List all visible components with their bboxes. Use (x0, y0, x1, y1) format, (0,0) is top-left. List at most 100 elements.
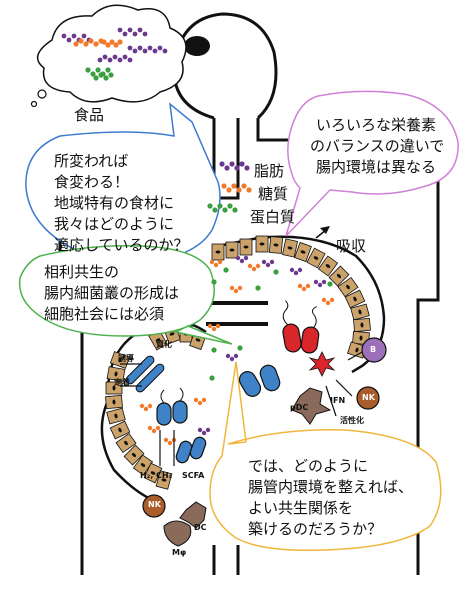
sugar-particle (251, 266, 257, 272)
sugar-particle (215, 323, 221, 329)
fat-icon (234, 165, 240, 171)
fat-molecule (127, 27, 133, 33)
blue-bubble-line: 食変わる！ (54, 173, 130, 191)
pdc-label: pDC (290, 403, 309, 412)
epithelial-cell-nucleus (336, 273, 342, 279)
epithelial-cell (106, 366, 126, 382)
protein-molecule (93, 75, 99, 81)
yellow-bubble-line: では、どのように (248, 457, 369, 475)
bacteria-group (125, 300, 320, 464)
food-label: 食品 (74, 106, 105, 124)
protein-particle (237, 345, 243, 351)
fat-icon (239, 161, 245, 167)
sugar-particle (147, 403, 153, 409)
ifn-label: IFN (330, 396, 346, 405)
fat-particle (201, 430, 207, 436)
fat-particle (269, 259, 275, 265)
epithelial-cell (211, 243, 225, 261)
sugar-icon (221, 183, 227, 189)
epithelial-cell-nucleus (229, 248, 235, 252)
epithelial-cell (317, 255, 339, 277)
epithelial-cell (115, 432, 137, 454)
protein-molecule (108, 72, 114, 78)
blue-bubble-line: 所変われば (54, 152, 129, 170)
fat-particle (317, 282, 323, 288)
epithelial-cell-nucleus (131, 452, 137, 458)
fat-particle (321, 279, 327, 285)
legend-fat-label: 脂肪 (254, 162, 285, 180)
epithelial-cell-nucleus (114, 371, 118, 377)
sugar-molecule (78, 38, 84, 44)
protein-particle (211, 347, 217, 353)
yellow-bubble-line: よい共生関係を (248, 499, 354, 517)
protein-particle (211, 279, 217, 285)
sugar-molecule (93, 41, 99, 47)
fat-molecule (132, 48, 138, 54)
macrophage-label: Mφ (172, 548, 187, 557)
green-bubble-line: 腸内細菌叢の形成は (44, 284, 180, 302)
sugar-particle (255, 263, 261, 269)
fat-molecule (127, 45, 133, 51)
nk-cell-right (356, 386, 380, 410)
blue-bacteria-1 (238, 371, 262, 397)
green-speech-bubble (18, 244, 233, 345)
protein-molecule (95, 67, 101, 73)
dc-cell (179, 501, 207, 529)
fat-particle (297, 267, 303, 273)
colonization-label: 定着 (114, 378, 130, 387)
epithelial-cell (132, 454, 154, 476)
b-cell (361, 337, 387, 363)
blue-rod-bacteria-1 (125, 355, 155, 385)
epithelial-cell-nucleus (359, 335, 363, 341)
protein-icon (222, 207, 228, 213)
fat-molecule (117, 57, 123, 63)
green-bubble-line: 細胞社会には必須 (44, 305, 165, 323)
epithelial-cell (281, 238, 299, 258)
fat-molecule (122, 31, 128, 37)
epithelial-cell (155, 470, 173, 490)
epithelial-cell-nucleus (118, 427, 122, 433)
absorption-arrow (315, 226, 330, 239)
protein-icon (207, 203, 213, 209)
protein-molecule (103, 75, 109, 81)
macrophage-cell (163, 520, 192, 547)
epithelial-cell-nucleus (243, 245, 249, 249)
fat-molecule (122, 54, 128, 60)
fat-molecule (66, 37, 72, 43)
sugar-molecule (83, 41, 89, 47)
epithelial-cell-nucleus (360, 322, 364, 328)
sugar-molecule (73, 41, 79, 47)
sugar-molecule (117, 39, 123, 45)
sugar-particle (201, 397, 207, 403)
induction-label: 誘導 (118, 354, 134, 363)
epithelial-cell (143, 462, 163, 484)
fat-particle (205, 427, 211, 433)
sugar-particle (209, 259, 215, 265)
sugar-molecule (113, 42, 119, 48)
sugar-particle (207, 323, 213, 329)
sugar-particle (163, 437, 169, 443)
protein-icon (232, 207, 238, 213)
fat-molecule (61, 33, 67, 39)
fat-molecule (162, 48, 168, 54)
epithelial-cell-nucleus (273, 243, 279, 247)
epithelial-cell-nucleus (169, 332, 175, 336)
pink-speech-bubble (285, 90, 459, 237)
fat-molecule (81, 33, 87, 39)
sugar-particle (213, 262, 219, 268)
fat-particle (289, 267, 295, 273)
epithelial-cell (344, 289, 366, 309)
pink-bubble-line: のバランスの違いで (310, 137, 445, 155)
sugar-icon (236, 187, 242, 193)
epithelial-cell-nucleus (195, 338, 201, 342)
blue-bubble-line: 地域特有の食材に (54, 194, 175, 212)
fat-molecule (107, 57, 113, 63)
epithelial-cell-nucleus (215, 250, 221, 254)
epithelial-cell (106, 407, 126, 425)
sugar-molecule (105, 42, 111, 48)
epithelial-cell (105, 394, 123, 410)
epithelial-cell (239, 238, 253, 256)
sugar-particle (197, 400, 203, 406)
fat-molecule (112, 54, 118, 60)
